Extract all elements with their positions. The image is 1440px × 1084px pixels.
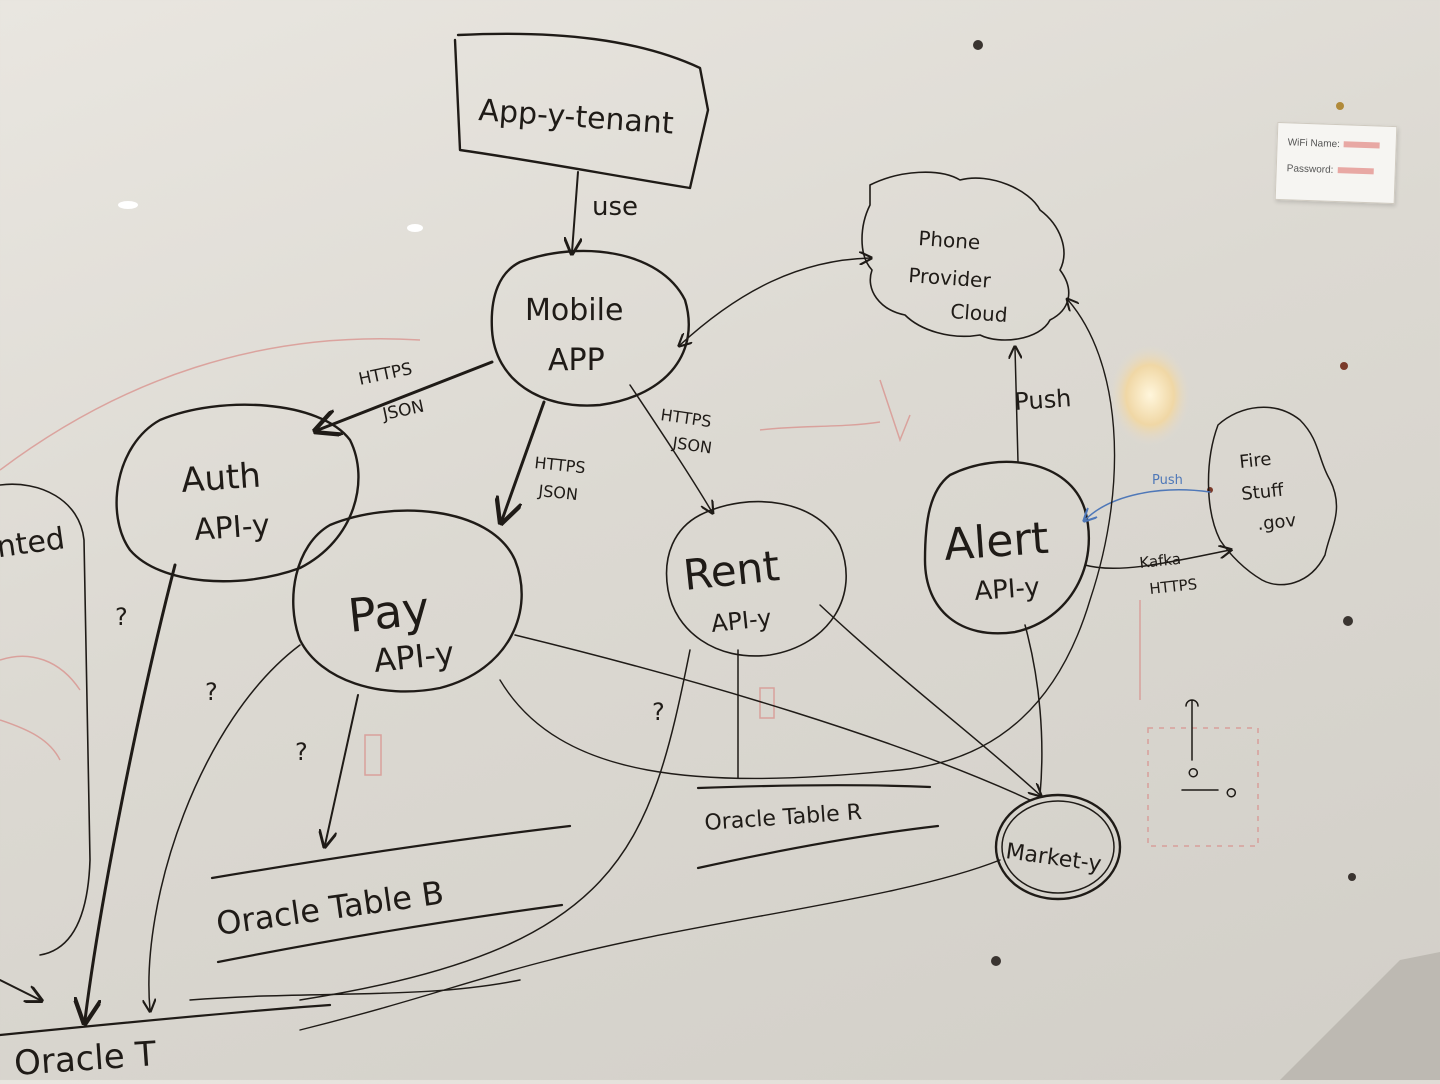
- edge-label-kafka: Kafka: [1139, 550, 1182, 572]
- edge-label-json-2: JSON: [537, 481, 579, 504]
- mobile-label-2: APP: [548, 343, 605, 378]
- oracle-b-line-bottom: [216, 903, 564, 964]
- edge-auth-oracle-t: [85, 563, 177, 1020]
- edge-label-push-blue: Push: [1152, 473, 1183, 488]
- question-mark-3: ?: [295, 738, 308, 766]
- market-node: [994, 793, 1122, 901]
- partial-left-label: ented: [0, 521, 67, 568]
- light-reflection-small: [407, 224, 423, 232]
- edge-arrows-left: [0, 979, 40, 1000]
- erased-writing: [0, 337, 1259, 847]
- stick-figure: [1181, 699, 1236, 798]
- edge-label-https-3: HTTPS: [659, 405, 712, 431]
- edge-label-json-3: JSON: [670, 433, 713, 457]
- phone-label-1: Phone: [918, 226, 981, 254]
- rent-label-2: API-y: [710, 604, 773, 638]
- mobile-label-1: Mobile: [525, 293, 623, 328]
- edge-market-loop: [299, 859, 1001, 1031]
- edge-label-json-1: JSON: [380, 397, 426, 425]
- edge-pay-oracle-t: [149, 644, 301, 1010]
- oracle-r-label: Oracle Table R: [704, 800, 863, 836]
- edge-phone-mobile: [680, 258, 870, 345]
- edge-label-https-4: HTTPS: [1149, 575, 1199, 598]
- fire-stuff-cloud: [1207, 406, 1338, 586]
- edge-rent-oracle-t: [299, 649, 691, 1001]
- auth-api-node: [115, 403, 360, 583]
- edge-label-push: Push: [1013, 384, 1072, 416]
- question-mark-1: ?: [115, 603, 128, 631]
- edge-label-https-2: HTTPS: [534, 453, 587, 477]
- edge-label-use: use: [592, 192, 638, 222]
- edge-alert-market: [1024, 624, 1043, 796]
- redacted-name: [1343, 141, 1380, 149]
- alert-api-node: [923, 460, 1090, 635]
- oracle-t-label: Oracle T: [13, 1034, 158, 1080]
- oracle-r-line-top: [696, 784, 932, 790]
- redacted-password: [1337, 167, 1374, 175]
- oracle-b-label: Oracle Table B: [214, 873, 446, 943]
- alert-label-2: API-y: [973, 572, 1040, 606]
- wifi-password-label: Password:: [1286, 163, 1334, 176]
- rent-label-1: Rent: [681, 541, 782, 600]
- edge-loop-phone: [499, 300, 1116, 780]
- market-label: Market-y: [1004, 839, 1103, 877]
- auth-label-1: Auth: [180, 456, 262, 501]
- edge-pay-market: [514, 634, 1031, 801]
- oracle-r-line-bottom: [696, 824, 940, 870]
- phone-label-2: Provider: [908, 263, 993, 293]
- pay-label-1: Pay: [346, 581, 432, 643]
- fire-label-2: Stuff: [1240, 480, 1285, 505]
- wifi-name-label: WiFi Name:: [1287, 137, 1341, 151]
- auth-label-2: API-y: [193, 508, 271, 548]
- oracle-t-line: [0, 1003, 332, 1037]
- edge-label-https-1: HTTPS: [357, 359, 414, 390]
- edge-fire-alert: [1085, 489, 1211, 520]
- light-reflection: [1110, 345, 1190, 445]
- edge-alert-phone: [1015, 348, 1018, 463]
- partial-left-node: [0, 483, 91, 956]
- edge-tenant-mobile: [572, 171, 578, 252]
- edge-mobile-pay: [502, 400, 546, 520]
- rent-api-node: [665, 500, 847, 657]
- oracle-b-line-top: [210, 824, 572, 880]
- edge-mobile-rent: [629, 384, 712, 512]
- light-reflection-small: [118, 201, 138, 209]
- fire-label-3: .gov: [1256, 510, 1297, 535]
- edge-rent-market: [819, 604, 1040, 795]
- edge-alert-fire: [1084, 550, 1230, 570]
- wifi-note: WiFi Name: Password:: [1274, 121, 1398, 205]
- alert-label-1: Alert: [942, 513, 1050, 571]
- tenant-label: App-y-tenant: [477, 93, 675, 142]
- phone-label-3: Cloud: [950, 299, 1009, 327]
- edge-oracle-bottom-loop: [189, 979, 521, 1001]
- board-edge: [1280, 952, 1440, 1080]
- mobile-app-node: [490, 249, 690, 407]
- question-mark-2: ?: [205, 678, 218, 706]
- pay-api-node: [292, 509, 523, 693]
- edge-pay-oracle-b: [325, 694, 359, 845]
- tenant-box: [453, 32, 710, 190]
- edge-mobile-auth: [318, 360, 494, 430]
- fire-label-1: Fire: [1238, 449, 1272, 473]
- question-mark-4: ?: [652, 698, 665, 726]
- pay-label-2: API-y: [372, 634, 456, 680]
